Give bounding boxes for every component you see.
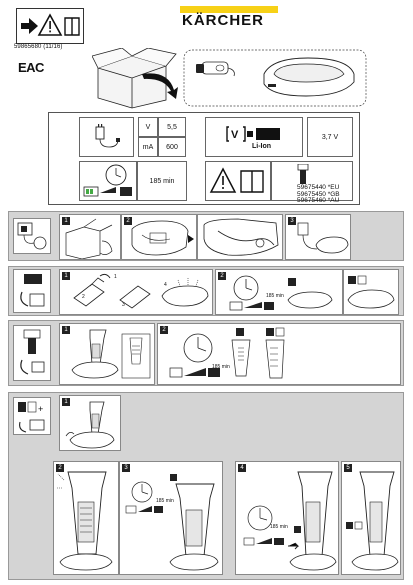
callout-3: 3 (122, 302, 125, 308)
charge-time-label: 185 min (266, 293, 284, 299)
step-2-2-image: 2 185 min (215, 269, 343, 315)
step-4-5-image: 5 (341, 461, 401, 575)
power-adapter-cell (79, 117, 134, 157)
step-number: 3 (122, 464, 130, 472)
battery-icon: V (226, 125, 280, 142)
step-2-3-image (343, 269, 399, 315)
step-number: 3 (288, 217, 296, 225)
station-plug-icon (17, 222, 47, 250)
part-number-au: 59675460 *AU (297, 197, 340, 204)
charging-time-illustration (229, 275, 333, 311)
device-charge-icon-box (13, 325, 51, 381)
cable-routing-illustration (203, 218, 279, 256)
callout-1: 1 (114, 274, 117, 280)
section-charge-device: 1 2 185 min (8, 320, 404, 386)
device-charge-icon (20, 329, 45, 375)
battery-voltage: 3,7 V (307, 117, 353, 157)
callout-4: 4 (164, 282, 167, 288)
step-4-2-image: 2 (53, 461, 119, 575)
step-number: 2 (218, 272, 226, 280)
step-number: 1 (62, 326, 70, 334)
part-numbers-list: 59675440 *EU 59675450 *GB 59675460 *AU (297, 184, 340, 205)
charge-time-label: 185 min (156, 498, 174, 504)
station-underside-illustration (131, 220, 194, 256)
brand-logo: KÄRCHER (182, 12, 264, 29)
battery-insertion-illustration (73, 273, 209, 309)
step-1-2-image: 2 (121, 214, 197, 260)
read-manual-warning-icon (21, 13, 80, 36)
device-docked-illustration (346, 471, 399, 571)
battery-type: Li-Ion (252, 142, 272, 150)
battery-icon-box (13, 269, 51, 313)
step-1-3-image: 3 (285, 214, 351, 260)
step-4-1-image: 1 (59, 395, 121, 451)
eac-mark: EAC (18, 60, 44, 75)
step-number: 1 (62, 398, 70, 406)
step-4-4-image: 4 185 min (235, 461, 339, 575)
warning-manual-cell (205, 161, 271, 201)
step-2-1-image: 1 2 1 3 4 (59, 269, 213, 315)
part-number-eu: 59675440 *EU (297, 184, 340, 191)
part-number-gb: 59675450 *GB (297, 190, 340, 198)
section-operation: + 1 2 3 (8, 392, 404, 580)
warning-header-box (16, 8, 84, 44)
brand-yellow-bar (180, 6, 278, 13)
step-number: 2 (56, 464, 64, 472)
setup-icon-box (13, 218, 51, 254)
step-4-3-image: 3 185 min (119, 461, 223, 575)
plug-in-station-illustration (297, 222, 349, 254)
package-contents-illustration (92, 48, 367, 109)
step-number: 5 (344, 464, 352, 472)
step-number: 1 (62, 217, 70, 225)
step-number: 4 (238, 464, 246, 472)
power-adapter-icon (95, 124, 120, 148)
spare-battery-icon (297, 164, 309, 184)
charge-time-value: 185 min (137, 161, 187, 201)
unbox-station-illustration (65, 218, 113, 259)
voltage-value: 5,5 (158, 117, 186, 137)
step-number: 2 (160, 326, 168, 334)
step-1-2b-image (197, 214, 283, 260)
charge-time-illustration (79, 161, 137, 201)
callout-2: 2 (82, 294, 85, 300)
document-number: 59865680 (11/16) (14, 44, 63, 50)
step-number: 2 (124, 217, 132, 225)
section-setup-station: 1 2 3 (8, 211, 404, 261)
charged-station-illustration (347, 275, 395, 309)
step-1-1-image: 1 (59, 214, 121, 260)
specifications-table: V 5,5 mA 600 V Li-Ion 3,7 V 185 min (48, 112, 360, 205)
device-use-illustration (56, 471, 113, 571)
clock-charging-icon (83, 164, 132, 197)
device-charging-station-illustration (125, 474, 219, 571)
svg-text:+: + (38, 404, 43, 414)
current-unit: mA (138, 137, 158, 157)
battery-charge-icon (20, 274, 45, 307)
device-charging-time-illustration (169, 327, 285, 379)
step-number: 1 (62, 272, 70, 280)
device-plus-station-icon: + (18, 401, 45, 433)
full-charge-illustration (243, 471, 337, 571)
part-number-cell (271, 161, 353, 201)
svg-text:V: V (231, 129, 239, 141)
voltage-unit: V (138, 117, 158, 137)
step-3-2-image: 2 185 min (157, 323, 401, 385)
section-insert-battery: 1 2 1 3 4 2 185 min (8, 266, 404, 316)
operation-icon-box: + (13, 397, 51, 435)
step-3-1-image: 1 (59, 323, 155, 385)
battery-type-cell: V Li-Ion (205, 117, 303, 157)
current-value: 600 (158, 137, 186, 157)
charge-time-label: 185 min (212, 364, 230, 370)
charge-time-label: 185 min (270, 524, 288, 530)
device-in-station-illustration (71, 329, 151, 379)
warning-book-icon (209, 167, 264, 193)
device-docking-illustration (65, 401, 115, 449)
